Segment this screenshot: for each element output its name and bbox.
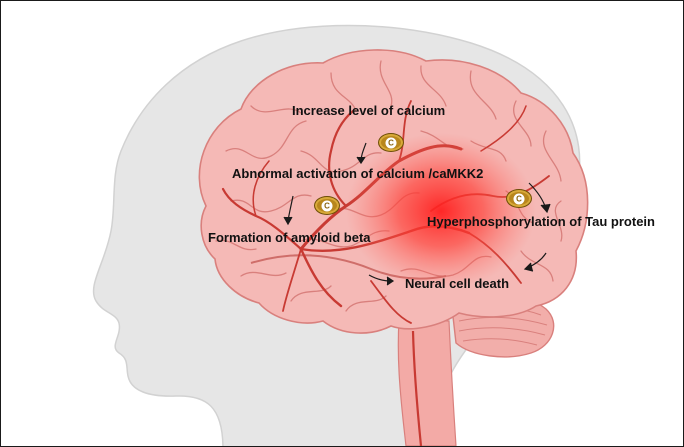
calcium-badge-icon: C: [506, 189, 532, 208]
calcium-badge-icon: C: [378, 133, 404, 152]
label-increase-calcium: Increase level of calcium: [292, 103, 445, 118]
label-abnormal-activation: Abnormal activation of calcium /caMKK2: [232, 166, 483, 181]
calcium-badge-icon: C: [314, 196, 340, 215]
label-tau-hyperphosphorylation: Hyperphosphorylation of Tau protein: [427, 214, 655, 229]
calcium-letter: C: [514, 193, 525, 204]
calcium-letter: C: [322, 200, 333, 211]
label-neural-cell-death: Neural cell death: [405, 276, 509, 291]
inflammation-hotspot: [346, 133, 536, 289]
brainstem: [398, 319, 456, 446]
label-amyloid-beta: Formation of amyloid beta: [208, 230, 371, 245]
calcium-letter: C: [386, 137, 397, 148]
